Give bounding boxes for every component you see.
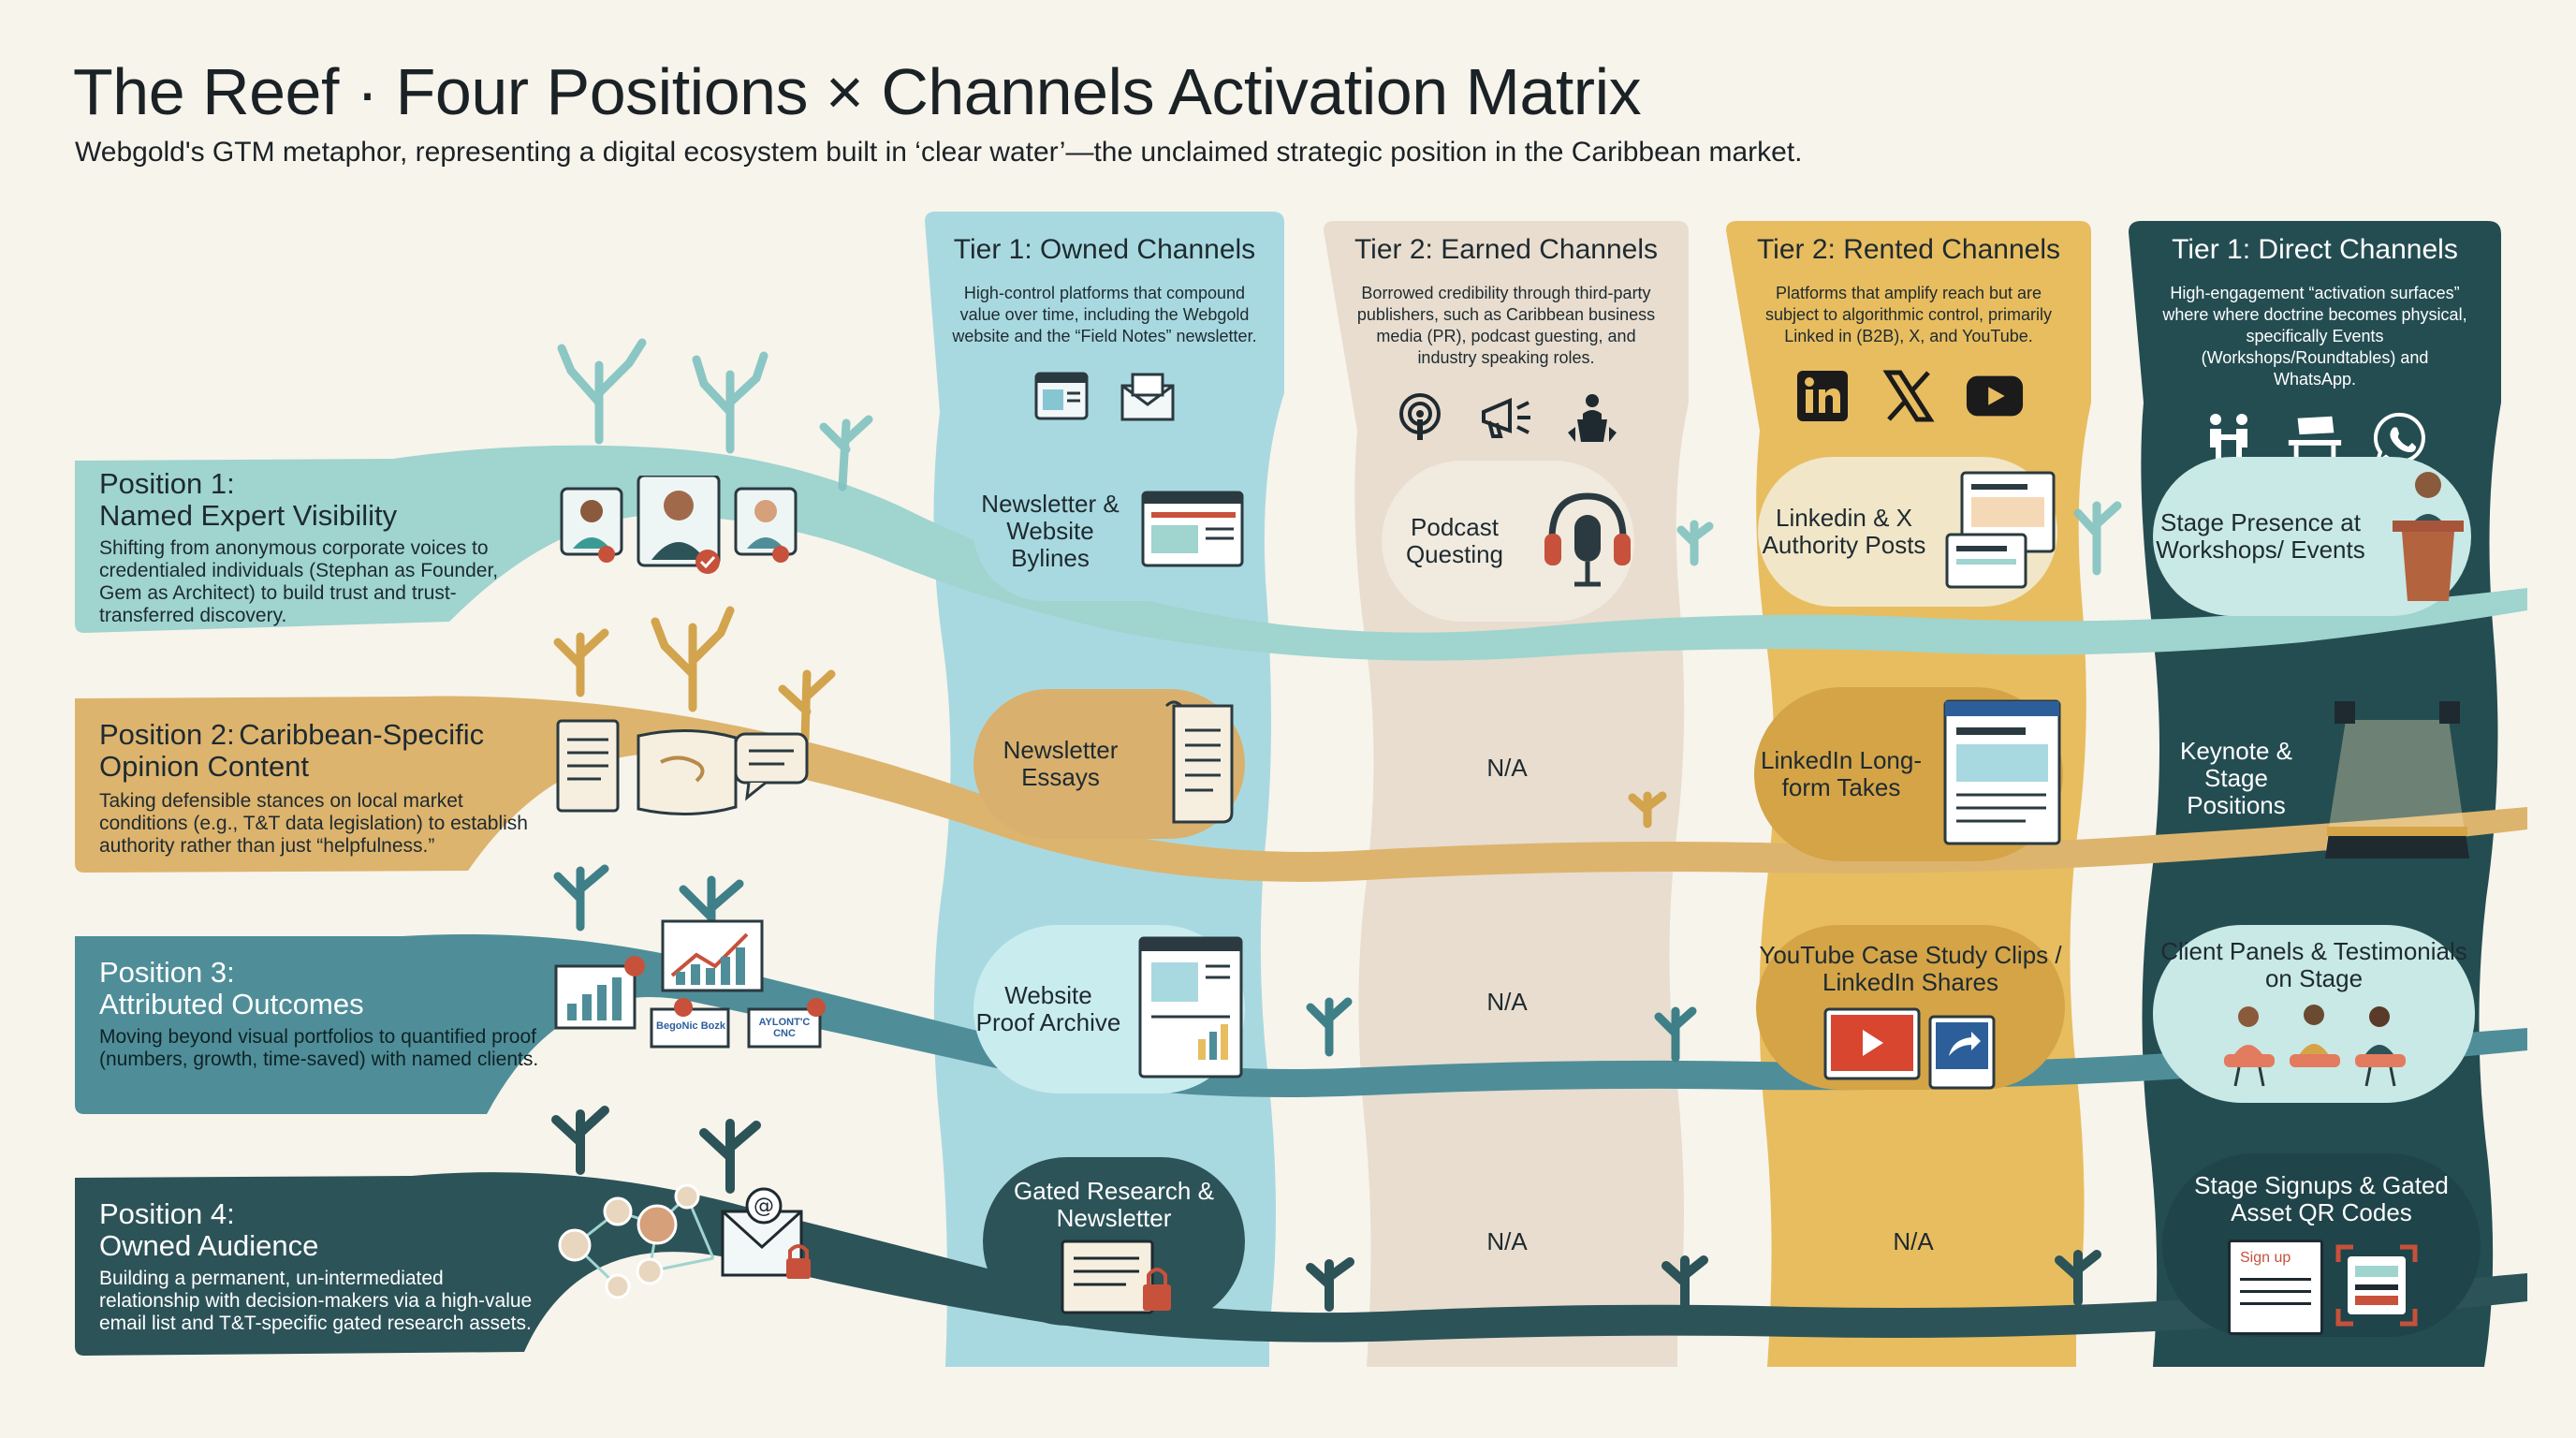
cell-p2-rented: LinkedIn Long-form Takes (1754, 687, 2063, 861)
coral-row-4 (551, 1106, 2101, 1312)
client-panel-icon (2202, 996, 2426, 1094)
opinion-documents-illustration (549, 715, 820, 832)
envelope-icon (1118, 366, 1178, 426)
page-subtitle: Webgold's GTM metaphor, representing a d… (75, 137, 1803, 168)
megaphone-icon (1476, 388, 1536, 448)
position-3-description: Moving beyond visual portfolios to quant… (99, 1026, 539, 1070)
cell-p1-earned-label: Podcast Questing (1405, 513, 1504, 568)
position-2-label: Position 2: Caribbean-Specific Opinion C… (99, 719, 539, 858)
proof-archive-page-icon (1136, 934, 1245, 1085)
cell-p1-rented-label: Linkedin & X Authority Posts (1762, 504, 1926, 559)
cell-p2-owned-label: Newsletter Essays (1003, 736, 1119, 791)
column-desc-rented: Platforms that amplify reach but are sub… (1764, 284, 2053, 345)
cell-p2-earned: N/A (1404, 740, 1610, 796)
cell-p1-owned: Newsletter & Website Bylines (973, 461, 1245, 601)
social-post-icon (1943, 469, 2057, 595)
cell-p1-direct-label: Stage Presence at Workshops/ Events (2156, 508, 2365, 564)
position-1-label: Position 1: Named Expert Visibility Shif… (99, 468, 539, 627)
expert-portraits-illustration (558, 474, 811, 583)
column-desc-owned: High-control platforms that compound val… (952, 284, 1257, 345)
position-1-description: Shifting from anonymous corporate voices… (99, 537, 499, 626)
cell-p2-direct-label: Keynote & Stage Positions (2180, 736, 2292, 819)
position-4-label: Position 4: Owned Audience Building a pe… (99, 1198, 539, 1335)
column-desc-earned: Borrowed credibility through third-party… (1356, 284, 1656, 367)
column-title-earned: Tier 2: Earned Channels (1354, 234, 1659, 265)
column-header-earned: Tier 2: Earned Channels Borrowed credibi… (1324, 221, 1689, 448)
column-title-rented: Tier 2: Rented Channels (1756, 234, 2061, 265)
cell-p3-direct-label: Client Panels & Testimonials on Stage (2160, 937, 2467, 992)
cell-p3-earned: N/A (1404, 974, 1610, 1030)
speaker-podium-icon (1562, 388, 1622, 448)
column-title-direct: Tier 1: Direct Channels (2172, 234, 2458, 265)
cell-p1-direct: Stage Presence at Workshops/ Events (2153, 457, 2471, 616)
svg-text:@: @ (754, 1195, 774, 1218)
cell-p1-owned-label: Newsletter & Website Bylines (981, 489, 1120, 572)
signup-label: Sign up (2240, 1250, 2291, 1266)
position-4-number: Position 4: (99, 1197, 235, 1230)
cell-p3-owned: Website Proof Archive (973, 925, 1245, 1093)
coral-row-2 (553, 606, 1667, 829)
cell-p3-rented: YouTube Case Study Clips / LinkedIn Shar… (1756, 925, 2065, 1090)
client-logo-1: BegoNic Bozk (656, 1020, 725, 1032)
website-byline-icon (1140, 490, 1245, 573)
position-3-number: Position 3: (99, 956, 235, 989)
video-share-icon (1822, 1004, 1999, 1096)
cell-p1-rented: Linkedin & X Authority Posts (1758, 457, 2057, 607)
position-2-description: Taking defensible stances on local marke… (99, 790, 528, 857)
cell-p1-earned: Podcast Questing (1382, 461, 1634, 622)
column-header-direct: Tier 1: Direct Channels High-engagement … (2129, 221, 2501, 469)
position-2-name: Caribbean-Specific Opinion Content (99, 718, 485, 783)
position-3-label: Position 3: Attributed Outcomes Moving b… (99, 957, 539, 1071)
column-title-owned: Tier 1: Owned Channels (953, 234, 1256, 265)
audience-network-illustration: @ (547, 1168, 827, 1313)
coral-row-1 (557, 338, 2122, 576)
cell-p4-owned-label: Gated Research & Newsletter (1014, 1177, 1214, 1232)
youtube-icon (1965, 366, 2025, 426)
longform-article-icon (1941, 697, 2063, 852)
cell-p3-owned-label: Website Proof Archive (975, 981, 1121, 1036)
cell-p4-direct: Stage Signups & Gated Asset QR Codes Sig… (2162, 1153, 2481, 1337)
stage-spotlights-icon (2318, 692, 2477, 865)
position-4-band (75, 1172, 2527, 1356)
position-2-number: Position 2: (99, 718, 235, 751)
linkedin-icon (1793, 366, 1852, 426)
cell-p4-rented: N/A (1810, 1213, 2016, 1269)
signup-sheet-icon: Sign up (2228, 1240, 2323, 1335)
podcast-icon (1390, 388, 1450, 448)
cell-p4-earned: N/A (1404, 1213, 1610, 1269)
workshop-table-icon (2285, 409, 2345, 469)
cell-p2-direct: Keynote & Stage Positions (2168, 689, 2477, 867)
cell-p4-rented-label: N/A (1893, 1226, 1934, 1255)
cell-p4-earned-label: N/A (1486, 1226, 1528, 1255)
column-header-owned: Tier 1: Owned Channels High-control plat… (925, 221, 1284, 426)
position-1-number: Position 1: (99, 467, 235, 500)
cell-p3-earned-label: N/A (1486, 987, 1528, 1016)
attributed-outcomes-illustration: BegoNic Bozk AYLONT'C CNC (550, 919, 831, 1064)
cell-p4-direct-label: Stage Signups & Gated Asset QR Codes (2194, 1171, 2449, 1226)
gated-report-icon (1053, 1238, 1175, 1321)
handshake-icon (2199, 409, 2259, 469)
qr-code-icon (2334, 1243, 2419, 1332)
position-4-description: Building a permanent, un-intermediated r… (99, 1268, 533, 1334)
cell-p4-owned: Gated Research & Newsletter (983, 1157, 1245, 1326)
x-icon (1879, 366, 1939, 426)
cell-p2-earned-label: N/A (1486, 753, 1528, 782)
column-desc-direct: High-engagement “activation surfaces” wh… (2162, 284, 2467, 389)
position-1-name: Named Expert Visibility (99, 499, 398, 532)
cell-p2-owned: Newsletter Essays (973, 689, 1245, 839)
podcast-headphones-icon (1541, 483, 1634, 600)
column-header-rented: Tier 2: Rented Channels Platforms that a… (1726, 221, 2091, 426)
client-logo-2: AYLONT'C CNC (758, 1017, 811, 1039)
cell-p3-rented-label: YouTube Case Study Clips / LinkedIn Shar… (1759, 941, 2062, 996)
page-title: The Reef · Four Positions × Channels Act… (73, 55, 1642, 128)
browser-window-icon (1032, 366, 1091, 426)
scroll-essay-icon (1161, 698, 1245, 830)
cell-p3-direct: Client Panels & Testimonials on Stage (2153, 925, 2475, 1103)
position-3-name: Attributed Outcomes (99, 988, 364, 1020)
podium-speaker-icon (2381, 464, 2471, 609)
position-4-name: Owned Audience (99, 1229, 319, 1262)
cell-p2-rented-label: LinkedIn Long-form Takes (1760, 746, 1923, 801)
